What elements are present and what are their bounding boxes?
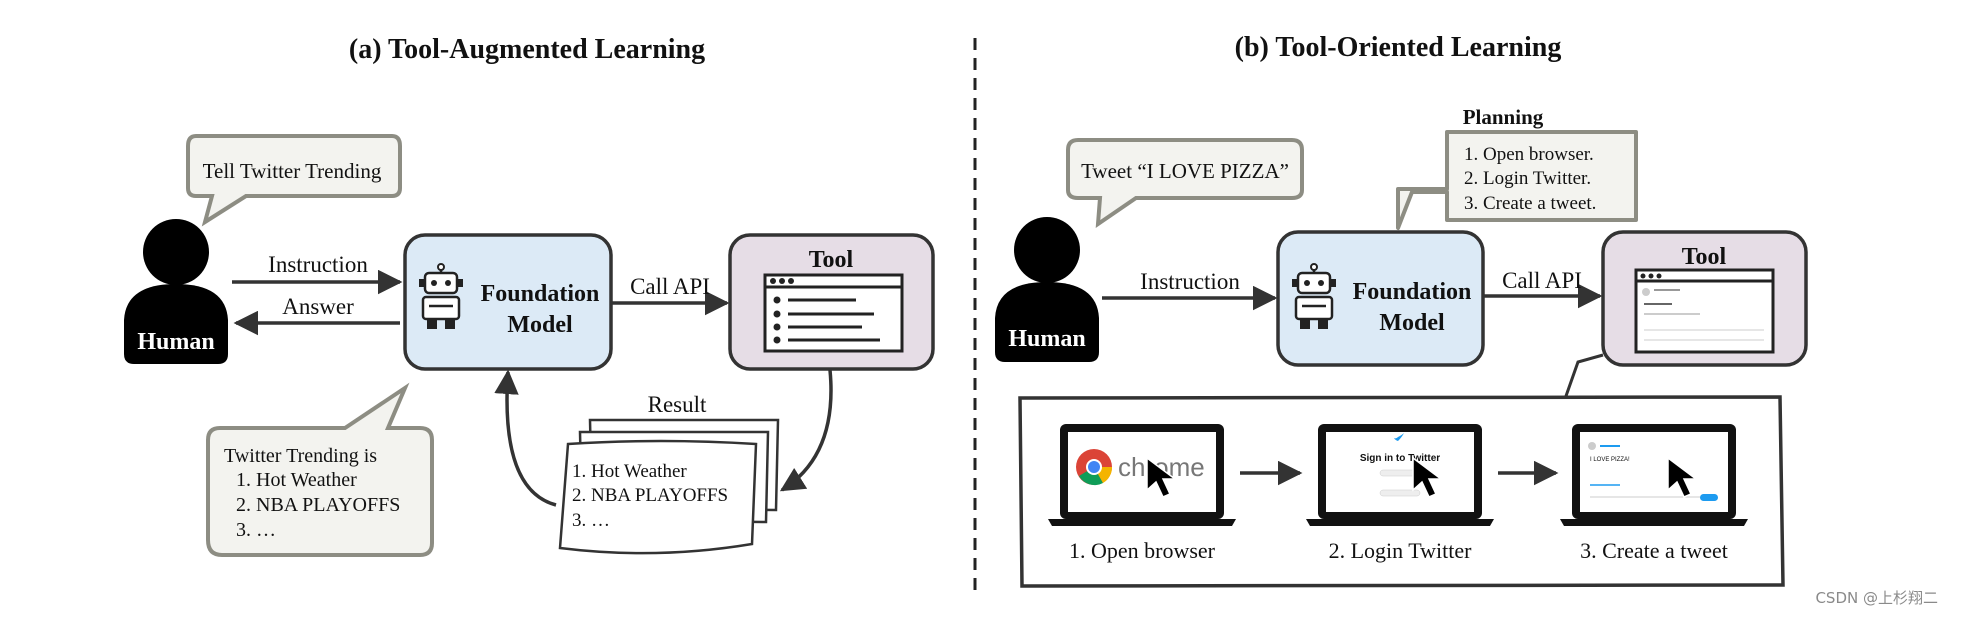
laptop-step-1: chrome bbox=[1048, 424, 1236, 526]
instruction-label: Instruction bbox=[1140, 269, 1240, 294]
planning-title: Planning bbox=[1463, 105, 1544, 129]
call-api-label: Call API bbox=[1502, 268, 1582, 293]
result-item-2: 2. NBA PLAYOFFS bbox=[572, 485, 728, 506]
tool-box: Tool bbox=[728, 233, 935, 371]
robot-icon bbox=[1290, 262, 1338, 331]
answer-bubble-title: Twitter Trending is bbox=[224, 445, 377, 467]
step-label-1: 1. Open browser bbox=[1069, 538, 1216, 563]
planning-item-1: 1. Open browser. bbox=[1464, 144, 1594, 165]
step-label-3: 3. Create a tweet bbox=[1580, 538, 1728, 563]
result-to-model-arrow bbox=[494, 369, 557, 507]
result-item-3: 3. … bbox=[572, 510, 610, 531]
chrome-logo-icon bbox=[1076, 449, 1113, 486]
instruction-label: Instruction bbox=[268, 252, 368, 277]
laptop-step-3: I LOVE PIZZA! bbox=[1560, 424, 1748, 526]
result-label: Result bbox=[648, 392, 707, 417]
tool-box: Tool bbox=[1601, 230, 1808, 367]
twitter-window-icon bbox=[1634, 268, 1775, 354]
planning-item-2: 2. Login Twitter. bbox=[1464, 168, 1591, 189]
tool-to-result-arrow bbox=[779, 369, 833, 492]
answer-label: Answer bbox=[282, 294, 354, 319]
left-panel-title: (a) Tool-Augmented Learning bbox=[349, 34, 705, 65]
speech-bubble-tell: Tell Twitter Trending bbox=[186, 134, 402, 227]
answer-bubble-item-1: 1. Hot Weather bbox=[236, 469, 357, 491]
tweet-button bbox=[1700, 494, 1718, 501]
cursor-icon bbox=[1146, 456, 1178, 498]
foundation-model-box: Foundation Model bbox=[1276, 230, 1485, 367]
twitter-bird-icon bbox=[1394, 433, 1404, 441]
tool-label: Tool bbox=[1682, 244, 1727, 270]
left-panel: (a) Tool-Augmented Learning Tell Twitter… bbox=[124, 34, 935, 557]
cursor-icon bbox=[1412, 456, 1444, 498]
answer-bubble-item-3: 3. … bbox=[236, 519, 276, 541]
cursor-icon bbox=[1667, 456, 1699, 498]
step-label-2: 2. Login Twitter bbox=[1329, 538, 1473, 563]
speech-bubble-tweet: Tweet “I LOVE PIZZA” bbox=[1066, 138, 1304, 229]
model-label-line2: Model bbox=[507, 312, 573, 338]
steps-panel: chrome Sign in to Twitter bbox=[1018, 395, 1785, 588]
speech-bubble-answer: Twitter Trending is 1. Hot Weather 2. NB… bbox=[206, 382, 434, 557]
tool-label: Tool bbox=[809, 247, 854, 273]
model-label-line1: Foundation bbox=[481, 281, 600, 307]
model-label-line1: Foundation bbox=[1353, 279, 1472, 305]
result-item-1: 1. Hot Weather bbox=[572, 461, 687, 482]
speech-bubble-tell-text: Tell Twitter Trending bbox=[203, 159, 382, 183]
laptop-step-2: Sign in to Twitter bbox=[1306, 424, 1494, 526]
watermark: CSDN @上杉翔二 bbox=[1815, 589, 1938, 607]
browser-window-icon bbox=[763, 273, 904, 353]
planning-bubble: Planning 1. Open browser. 2. Login Twitt… bbox=[1396, 105, 1638, 230]
tweet-text: I LOVE PIZZA! bbox=[1590, 457, 1630, 463]
call-api-label: Call API bbox=[630, 274, 710, 299]
answer-bubble-item-2: 2. NBA PLAYOFFS bbox=[236, 494, 400, 516]
human-label: Human bbox=[1008, 326, 1085, 352]
human-label: Human bbox=[137, 329, 214, 355]
right-panel: (b) Tool-Oriented Learning Tweet “I LOVE… bbox=[995, 32, 1808, 588]
signin-text: Sign in to Twitter bbox=[1360, 453, 1440, 464]
result-documents: Result 1. Hot Weather 2. NBA PLAYOFFS 3.… bbox=[558, 392, 780, 555]
foundation-model-box: Foundation Model bbox=[403, 233, 613, 371]
model-label-line2: Model bbox=[1379, 310, 1445, 336]
right-panel-title: (b) Tool-Oriented Learning bbox=[1235, 32, 1562, 63]
planning-item-3: 3. Create a tweet. bbox=[1464, 193, 1596, 214]
speech-bubble-tweet-text: Tweet “I LOVE PIZZA” bbox=[1081, 159, 1289, 183]
robot-icon bbox=[417, 262, 465, 331]
